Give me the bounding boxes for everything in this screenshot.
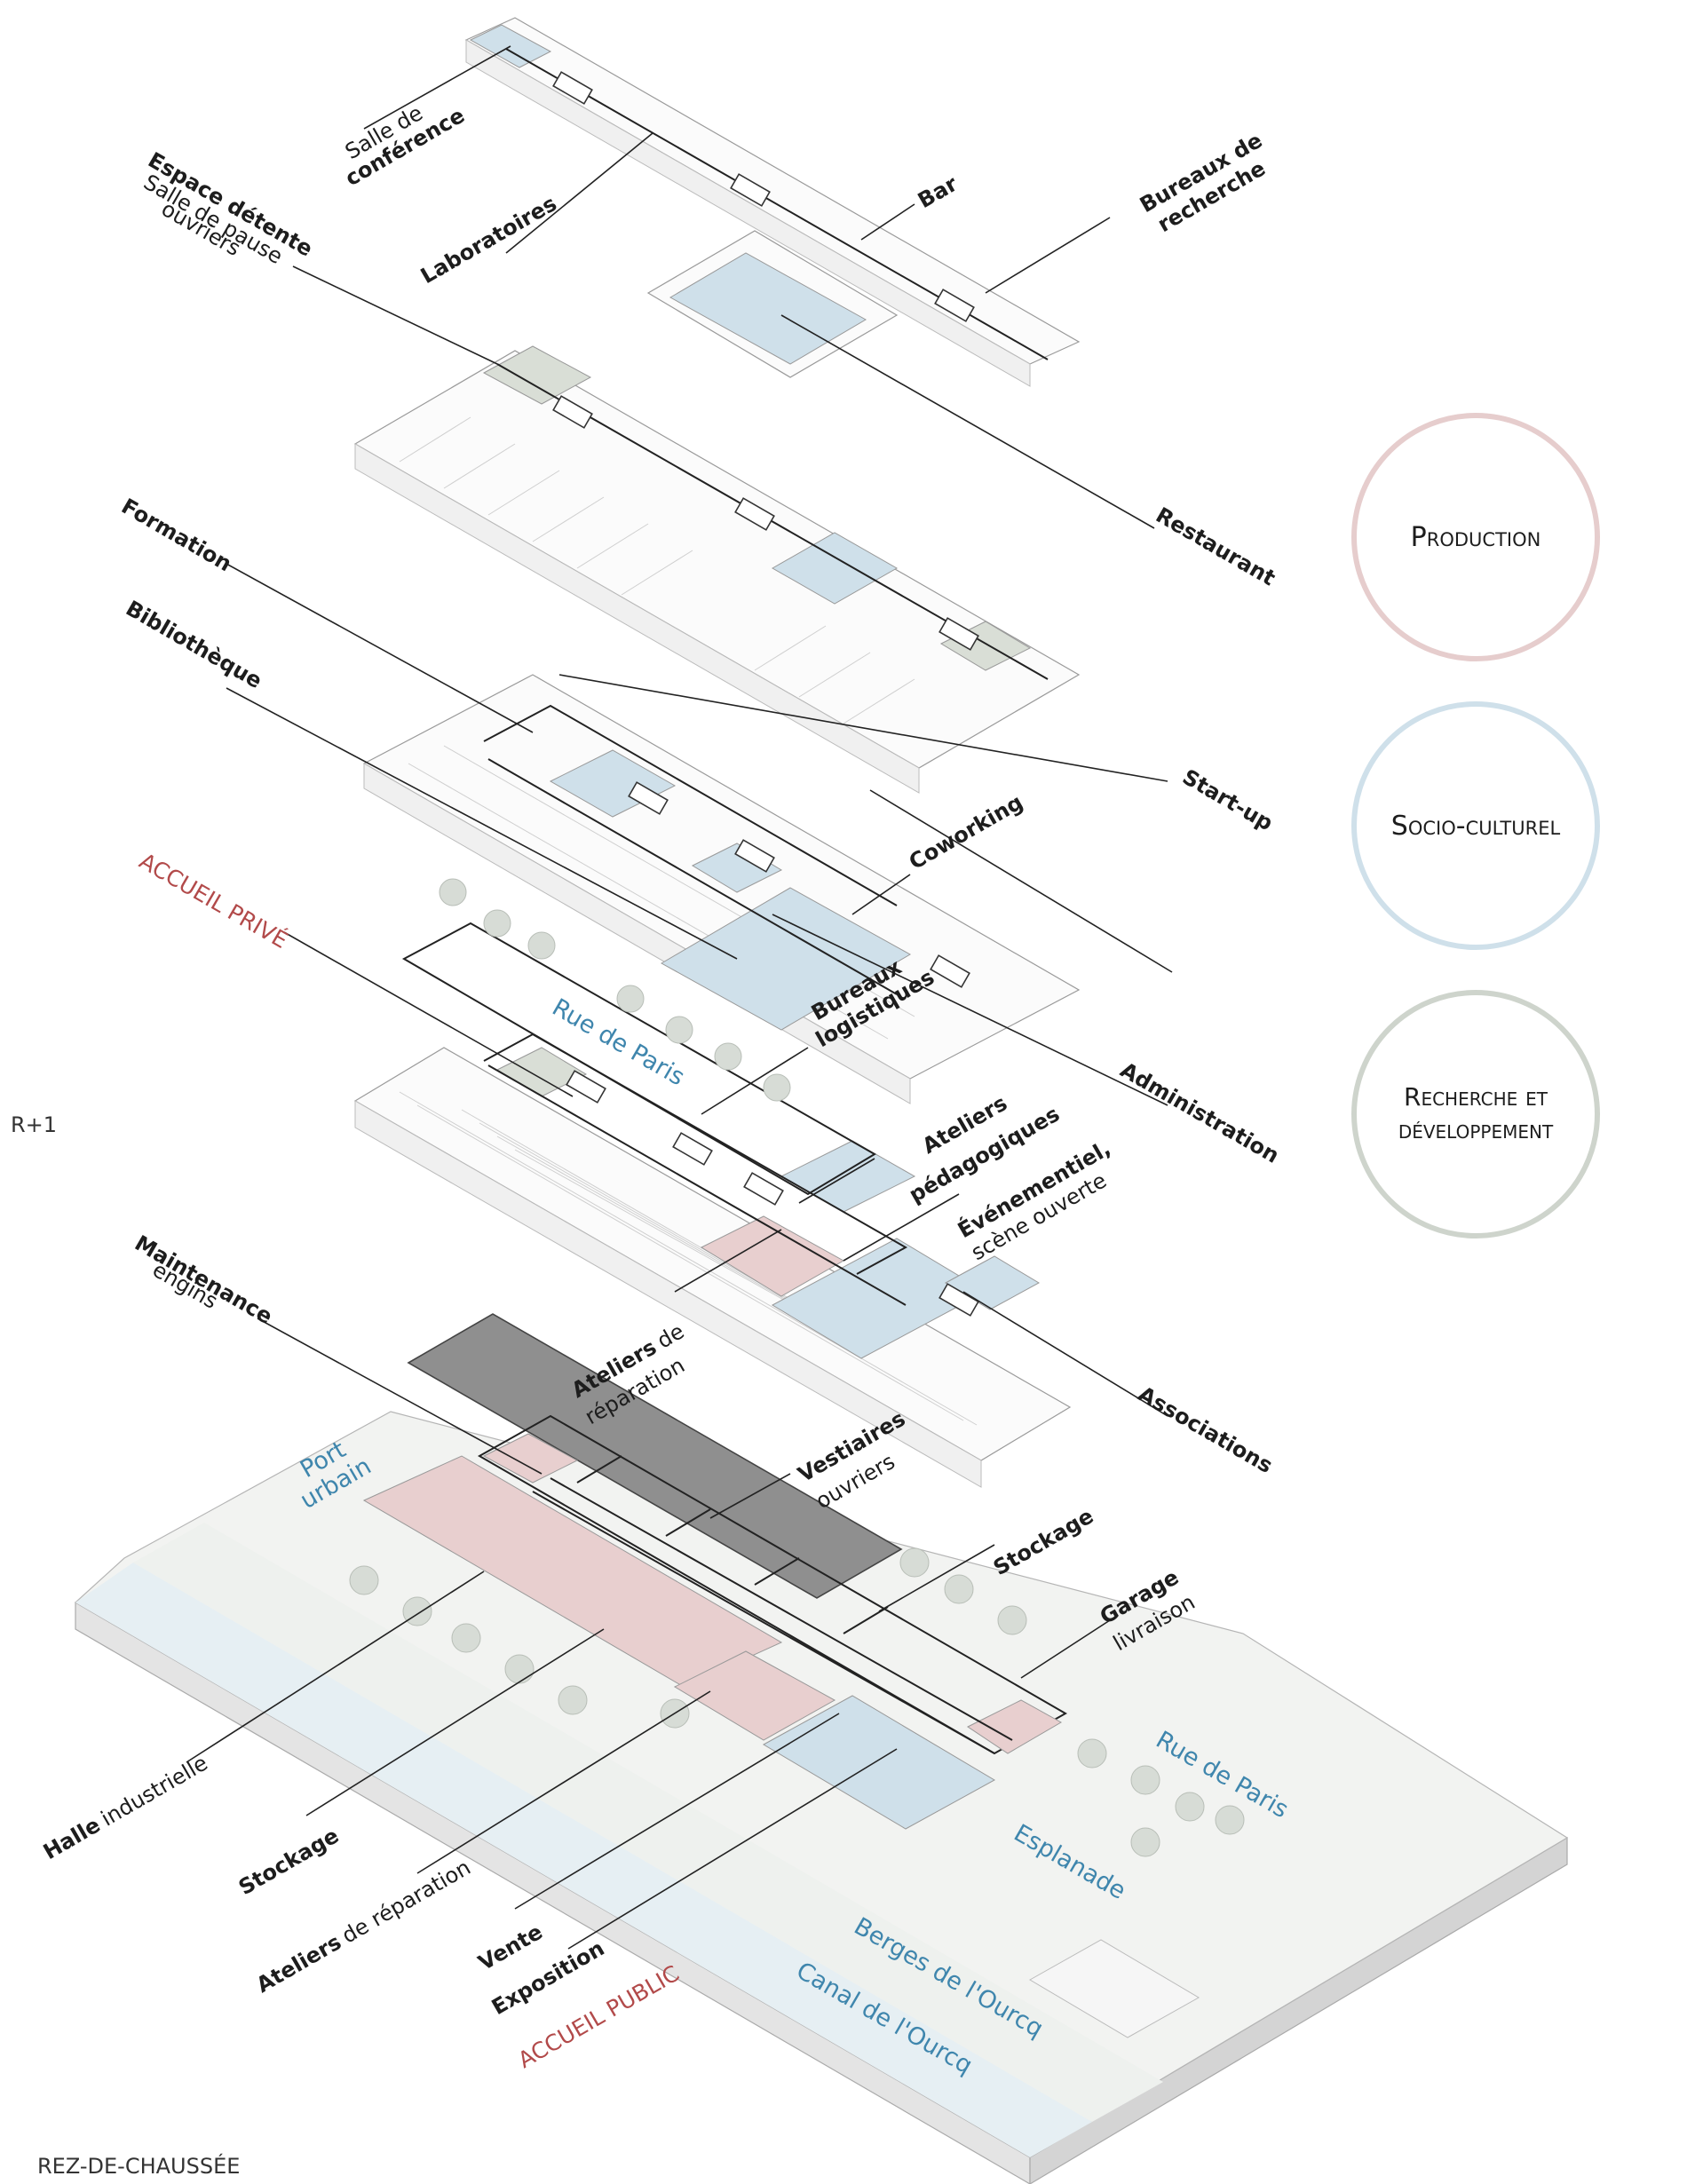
- label-start-up: Start-up: [1178, 764, 1277, 835]
- canal-water: [75, 1563, 1092, 2157]
- legend-recherche-line1: Recherche et: [1404, 1082, 1548, 1112]
- maintenance-zone: [482, 1433, 579, 1484]
- label-bibliotheque: Bibliothèque: [122, 596, 266, 693]
- ground-building-outline: [477, 1414, 1068, 1755]
- garage-zone: [967, 1699, 1063, 1754]
- r3-walls: [496, 363, 1049, 680]
- esplanade-steps: [1028, 1939, 1200, 2038]
- r2-walls: [483, 704, 970, 995]
- label-coworking: Coworking: [905, 789, 1027, 874]
- label-administration: Administration: [1116, 1057, 1283, 1168]
- ground-floor-slab: [74, 1313, 1569, 2184]
- floor-r2: [362, 674, 1081, 1104]
- r2-coworking-zone: [660, 887, 912, 1031]
- legend: Production Socio-culturel Recherche et d…: [1351, 413, 1600, 1238]
- label-associations: Associations: [1134, 1381, 1277, 1478]
- label-laboratoires: Laboratoires: [416, 191, 561, 289]
- dark-roof-block: [407, 1313, 903, 1599]
- label-restaurant: Restaurant: [1152, 502, 1279, 590]
- label-formation: Formation: [117, 494, 236, 576]
- floor-r1: [353, 878, 1072, 1488]
- legend-production: Production: [1351, 413, 1600, 661]
- leader-lines: [186, 45, 1173, 1950]
- legend-recherche: Recherche et développement: [1351, 990, 1600, 1238]
- svg-text:Socio-culturel: Socio-culturel: [1391, 811, 1561, 842]
- floor-r4: [464, 17, 1081, 387]
- halle-industrielle-zone: [362, 1455, 783, 1688]
- label-stockage-lower: Stockage: [234, 1823, 343, 1900]
- label-vente: Vente: [474, 1919, 547, 1975]
- label-accueil-prive: ACCUEIL PRIVÉ: [135, 848, 292, 954]
- vente-exposition-zone: [762, 1695, 996, 1830]
- label-halle-industrielle: Halleindustrielle: [39, 1751, 212, 1865]
- r1-rue-de-paris: [401, 922, 876, 1196]
- berges: [133, 1523, 1163, 2122]
- svg-text:Production: Production: [1411, 522, 1541, 553]
- atelier-zone: [673, 1650, 836, 1741]
- r1-walls: [483, 1033, 979, 1317]
- r3-espace-detente-zone: [482, 345, 592, 405]
- label-stockage-upper: Stockage: [989, 1503, 1097, 1580]
- label-bar: Bar: [914, 171, 962, 213]
- level-label-ground: REZ-DE-CHAUSSÉE: [37, 2153, 240, 2179]
- r4-walls: [505, 48, 1049, 360]
- r2-bibliotheque-zone: [691, 843, 783, 893]
- ground-partitions: [532, 1455, 1013, 1754]
- legend-recherche-line2: développement: [1398, 1115, 1554, 1144]
- r1-trees: [439, 878, 791, 1102]
- level-label-r1: R+1: [11, 1112, 57, 1137]
- r3-roof-lines: [399, 416, 915, 724]
- floor-r3: [353, 345, 1081, 794]
- ground-trees: [349, 1547, 1245, 1857]
- legend-socio-culturel: Socio-culturel: [1351, 701, 1600, 950]
